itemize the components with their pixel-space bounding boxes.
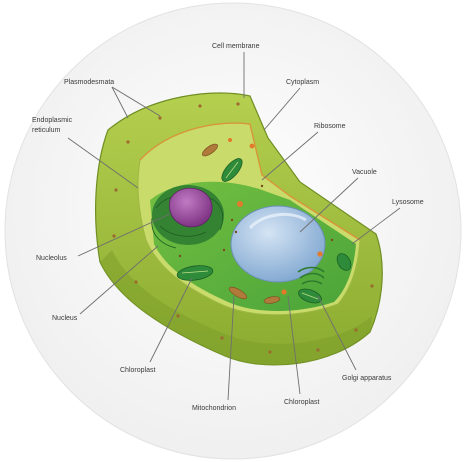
leader-nucleus: [79, 245, 159, 315]
leader-lines: [67, 52, 401, 401]
leader-plasmodesmata-b: [111, 86, 161, 117]
chloroplast-thylakoids: [181, 161, 319, 300]
golgi-apparatus-stacks: [297, 266, 325, 285]
leader-chloroplast-right: [287, 295, 301, 395]
leader-lysosome: [351, 207, 401, 245]
leader-ribosome: [261, 131, 319, 181]
plasmodesmata-dots: [112, 102, 374, 354]
leader-cytoplasm: [263, 87, 301, 131]
leader-nucleolus: [77, 213, 171, 257]
label-endoplasmic-reticulum-2: reticulum: [32, 127, 61, 134]
label-nucleolus: Nucleolus: [36, 255, 67, 262]
label-endoplasmic-reticulum-1: Endoplasmic: [32, 117, 73, 124]
label-vacuole: Vacuole: [352, 169, 377, 176]
leader-mitochondrion: [227, 295, 235, 401]
ribosomes: [178, 184, 334, 258]
cell-membrane-edge: [139, 122, 361, 241]
lysosomes: [228, 138, 323, 295]
leader-er: [67, 137, 139, 189]
vacuole-shape: [230, 205, 326, 283]
nucleolus-shape: [169, 187, 213, 228]
labels: Cell membrane Plasmodesmata Endoplasmic …: [32, 43, 424, 412]
label-cytoplasm: Cytoplasm: [286, 79, 319, 86]
plant-cell: [95, 92, 383, 366]
label-chloroplast-right: Chloroplast: [284, 399, 319, 406]
leader-golgi: [317, 295, 357, 371]
mitochondria: [201, 143, 281, 304]
label-nucleus: Nucleus: [52, 315, 78, 322]
label-cell-membrane: Cell membrane: [212, 43, 260, 50]
vacuole-highlight: [248, 213, 307, 230]
label-lysosome: Lysosome: [392, 199, 424, 206]
leader-vacuole: [299, 177, 359, 233]
cell-wall-front: [100, 250, 372, 365]
label-plasmodesmata: Plasmodesmata: [64, 79, 114, 86]
label-chloroplast-left: Chloroplast: [120, 367, 155, 374]
label-mitochondrion: Mitochondrion: [192, 405, 236, 412]
leader-chloroplast-left: [149, 277, 193, 363]
label-golgi-apparatus: Golgi apparatus: [342, 375, 392, 382]
label-ribosome: Ribosome: [314, 123, 346, 130]
leader-plasmodesmata-a: [111, 86, 129, 119]
